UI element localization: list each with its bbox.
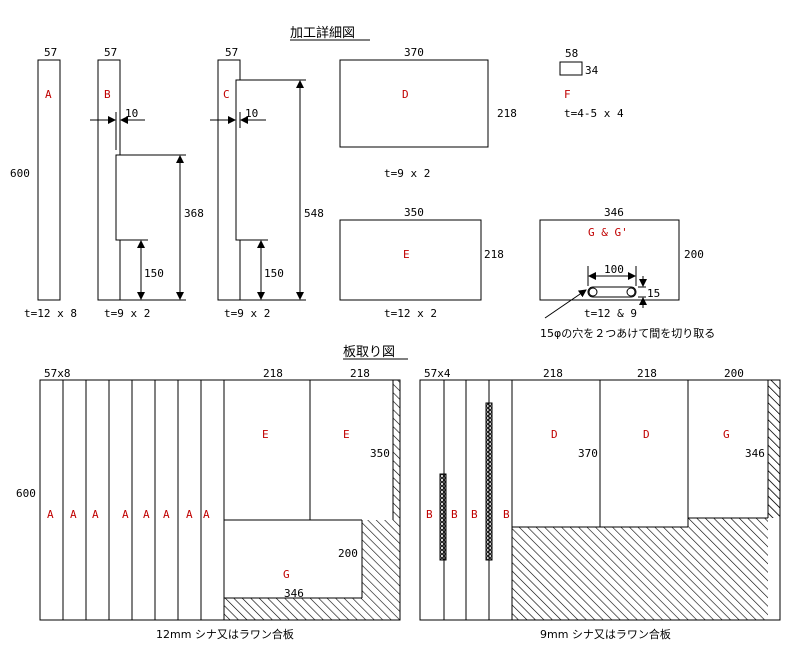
part-a-spec: t=12 x 8	[24, 307, 77, 320]
sheet-9mm-label-d-1: D	[551, 428, 558, 441]
sheet-9mm-label-b-2: B	[451, 508, 458, 521]
part-b-width: 57	[104, 46, 117, 59]
sheet-12mm-label-g: G	[283, 568, 290, 581]
part-e: 350 E 218 t=12 x 2	[339, 206, 504, 320]
cutting-title: 板取り図	[343, 345, 408, 360]
part-a: 57 A 600 t=12 x 8	[10, 46, 77, 320]
part-d-height: 218	[497, 107, 517, 120]
sheet-12mm-label-a-6: A	[163, 508, 170, 521]
part-d: 370 D 218 t=9 x 2	[339, 46, 517, 180]
part-f-outline	[559, 61, 583, 76]
part-e-height: 218	[484, 248, 504, 261]
sheet-9mm-label-b-4: B	[503, 508, 510, 521]
sheet-9mm-label-g: G	[723, 428, 730, 441]
cutting-title-text: 板取り図	[343, 345, 395, 360]
sheet-9mm-g-width: 200	[724, 367, 744, 380]
part-f-height: 34	[585, 64, 599, 77]
sheet-12mm-g-width: 346	[284, 587, 304, 600]
sheet-12mm-caption: 12mm シナ又はラワン合板	[156, 627, 294, 641]
part-f: 58 34 F t=4-5 x 4	[559, 47, 624, 120]
part-b-notch: 10	[125, 107, 138, 120]
part-g-spec: t=12 & 9	[584, 307, 637, 320]
sheet-12mm-label-a-2: A	[70, 508, 77, 521]
part-g-label: G & G'	[588, 226, 628, 239]
part-c-dim-548: 548	[304, 207, 324, 220]
sheet-12mm-label-e-1: E	[262, 428, 269, 441]
part-g-width: 346	[604, 206, 624, 219]
part-g-slot-length: 100	[604, 263, 624, 276]
part-f-spec: t=4-5 x 4	[564, 107, 624, 120]
part-d-width: 370	[404, 46, 424, 59]
part-c-outline	[217, 59, 241, 301]
part-d-spec: t=9 x 2	[384, 167, 430, 180]
detail-title-text: 加工詳細図	[290, 25, 355, 41]
sheet-12mm-label-a-4: A	[122, 508, 129, 521]
sheet-12mm-height: 600	[16, 487, 36, 500]
part-c-width: 57	[225, 46, 238, 59]
sheet-9mm-d-width-2: 218	[637, 367, 657, 380]
part-c: 57 C 10 548 150 t=9 x 2	[210, 46, 324, 320]
sheet-12mm-label-a-1: A	[47, 508, 54, 521]
sheet-12mm-e-width-2: 218	[350, 367, 370, 380]
sheet-9mm-label-d-2: D	[643, 428, 650, 441]
part-d-label: D	[402, 88, 409, 101]
sheet-12mm-label-a-8: A	[203, 508, 210, 521]
sheet-9mm-b-labels: B B B B	[426, 508, 510, 521]
part-b-label: B	[104, 88, 111, 101]
part-b: 57 B 10 368 150 t=9 x 2	[90, 46, 204, 320]
sheet-12mm-label-a-3: A	[92, 508, 99, 521]
part-f-label: F	[564, 88, 571, 101]
sheet-9mm-label-b-3: B	[471, 508, 478, 521]
part-d-outline	[339, 59, 489, 148]
part-g-height: 200	[684, 248, 704, 261]
sheet-9mm-notch-2	[485, 402, 493, 561]
part-g: 346 G & G' 200 100 15 t=12 & 9 15φの穴を２つあ…	[539, 206, 715, 340]
part-b-outline	[97, 59, 121, 301]
part-e-spec: t=12 x 2	[384, 307, 437, 320]
part-a-height: 600	[10, 167, 30, 180]
sheet-12mm-g-height: 200	[338, 547, 358, 560]
part-g-slot	[587, 286, 637, 298]
sheet-9mm-label-b-1: B	[426, 508, 433, 521]
sheet-12mm-e-height: 350	[370, 447, 390, 460]
part-b-spec: t=9 x 2	[104, 307, 150, 320]
part-g-slot-height: 15	[647, 287, 660, 300]
part-c-label: C	[223, 88, 230, 101]
sheet-9mm-g-height: 346	[745, 447, 765, 460]
sheet-12mm-label-a-5: A	[143, 508, 150, 521]
sheet-9mm: 57x4 218 218 200 370 346 B B B B D D G 9…	[419, 367, 781, 641]
part-a-outline	[37, 59, 61, 301]
sheet-12mm-label-a-7: A	[186, 508, 193, 521]
sheet-12mm-a-width: 57x8	[44, 367, 71, 380]
sheet-9mm-d-width-1: 218	[543, 367, 563, 380]
sheet-12mm-label-e-2: E	[343, 428, 350, 441]
sheet-12mm-outline	[39, 379, 401, 621]
part-b-dim-150: 150	[144, 267, 164, 280]
sheet-9mm-notch-1	[439, 473, 447, 561]
sheet-9mm-d-height: 370	[578, 447, 598, 460]
part-e-width: 350	[404, 206, 424, 219]
sheet-9mm-caption: 9mm シナ又はラワン合板	[540, 627, 671, 641]
part-e-label: E	[403, 248, 410, 261]
detail-title: 加工詳細図	[290, 25, 370, 41]
part-f-width: 58	[565, 47, 578, 60]
part-b-dim-368: 368	[184, 207, 204, 220]
part-a-width: 57	[44, 46, 57, 59]
part-a-label: A	[45, 88, 52, 101]
part-c-dim-150: 150	[264, 267, 284, 280]
part-c-notch: 10	[245, 107, 258, 120]
part-g-outline	[539, 219, 680, 301]
part-e-outline	[339, 219, 482, 301]
sheet-12mm: 57x8 218 218 600 350 200 346 A A A A A A…	[16, 367, 401, 641]
sheet-9mm-b-width: 57x4	[424, 367, 451, 380]
sheet-12mm-e-width-1: 218	[263, 367, 283, 380]
sheet-12mm-a-labels: A A A A A A A A	[47, 508, 210, 521]
part-c-spec: t=9 x 2	[224, 307, 270, 320]
hole-note: 15φの穴を２つあけて間を切り取る	[540, 326, 715, 340]
